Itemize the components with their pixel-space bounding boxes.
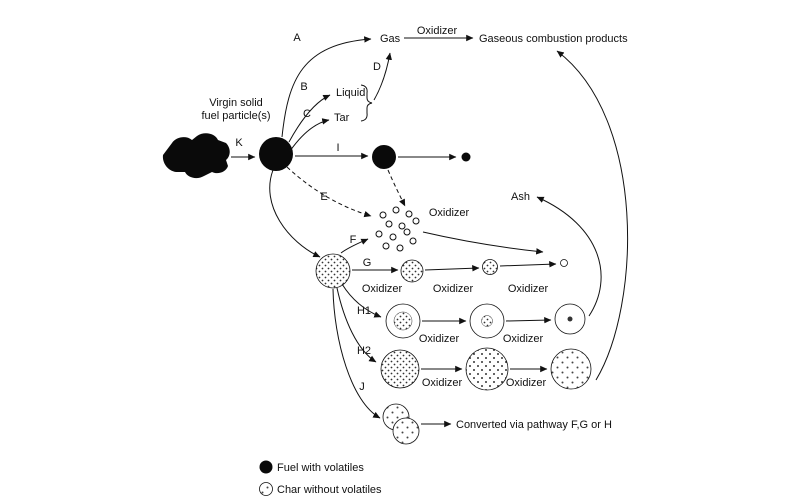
pathway-label-c: C <box>303 108 311 120</box>
legend-char-label: Char without volatiles <box>277 484 382 496</box>
fragment-particle <box>385 220 393 228</box>
pathway-label-k: K <box>235 137 243 149</box>
virgin-fuel-label-line1: Virgin solid <box>209 97 263 109</box>
legend-fuel-label: Fuel with volatiles <box>277 462 364 474</box>
pathway-label-b: B <box>300 81 307 93</box>
oxidizer-label: Oxidizer <box>503 333 544 345</box>
liquid-label: Liquid <box>336 87 365 99</box>
oxidizer-label: Oxidizer <box>417 25 458 37</box>
legend-char-swatch-texture <box>259 482 273 496</box>
fuel-particle-small <box>461 152 471 162</box>
arrow-fragments-burnout <box>422 231 544 255</box>
h2-particle-2 <box>465 347 509 391</box>
char-particle-shrinking-1 <box>400 259 424 283</box>
curve-to-ash <box>536 196 602 317</box>
curve-e <box>269 169 321 258</box>
oxidizer-label: Oxidizer <box>433 283 474 295</box>
curve-h2 <box>336 287 377 363</box>
fragment-particle <box>382 242 390 250</box>
pathway-label-g: G <box>363 257 372 269</box>
h1-particle-core-2 <box>481 315 493 327</box>
fuel-particle-large <box>259 137 293 171</box>
oxidizer-label: Oxidizer <box>508 283 549 295</box>
pathway-label-d: D <box>373 61 381 73</box>
pathway-label-h1: H1 <box>357 305 371 317</box>
converted-label: Converted via pathway F,G or H <box>456 419 612 431</box>
char-particle-shrinking-3 <box>560 259 568 267</box>
j-fragment-2-texture <box>393 418 419 444</box>
brace-liquid-tar <box>360 84 373 122</box>
curve-b <box>288 94 331 143</box>
gaseous-products-label: Gaseous combustion products <box>479 33 628 45</box>
pathway-label-a: A <box>293 32 301 44</box>
char-particle-shrinking-2 <box>482 259 498 275</box>
curve-to-gaseous-products <box>556 50 629 381</box>
curve-h1 <box>341 283 382 318</box>
curve-f <box>340 238 369 254</box>
ash-label: Ash <box>511 191 530 203</box>
h1-particle-core-1 <box>393 311 413 331</box>
pathway-label-f: F <box>350 234 357 246</box>
fragment-cluster <box>375 206 420 252</box>
fragment-particle <box>375 230 383 238</box>
virgin-fuel-label-line2: fuel particle(s) <box>201 110 270 122</box>
fuel-particle-medium <box>372 145 396 169</box>
oxidizer-label: Oxidizer <box>506 377 547 389</box>
virgin-fuel-blob <box>162 133 230 179</box>
arrow-h1b <box>505 316 552 324</box>
fragment-particle <box>398 222 406 230</box>
fragment-particle <box>379 211 387 219</box>
tar-label: Tar <box>334 112 350 124</box>
dashed-fragmentation-2 <box>387 169 406 207</box>
h2-particle-3 <box>550 348 592 390</box>
oxidizer-label: Oxidizer <box>362 283 403 295</box>
fragment-particle <box>405 210 413 218</box>
fragment-particle <box>389 233 397 241</box>
pathway-label-i: I <box>336 142 339 154</box>
pathway-label-j: J <box>359 381 365 393</box>
char-particle <box>315 253 351 289</box>
fragment-particle <box>403 228 411 236</box>
fragment-particle <box>392 206 400 214</box>
oxidizer-label: Oxidizer <box>419 333 460 345</box>
curve-c <box>289 118 330 152</box>
pathway-label-e: E <box>320 191 327 203</box>
curve-d <box>373 52 392 101</box>
h1-particle-core-3 <box>567 316 573 322</box>
fragment-particle <box>412 217 420 225</box>
oxidizer-label: Oxidizer <box>429 207 470 219</box>
pathway-label-h2: H2 <box>357 345 371 357</box>
legend-fuel-swatch <box>259 460 273 474</box>
curve-a <box>281 36 372 138</box>
curve-j <box>332 288 381 419</box>
arrow-g2 <box>424 265 480 272</box>
arrow-g3 <box>499 261 557 268</box>
fragment-particle <box>396 244 404 252</box>
h2-particle-1 <box>380 349 420 389</box>
fragment-particle <box>409 237 417 245</box>
dashed-fragmentation-1 <box>286 166 372 218</box>
oxidizer-label: Oxidizer <box>422 377 463 389</box>
gas-label: Gas <box>380 33 401 45</box>
